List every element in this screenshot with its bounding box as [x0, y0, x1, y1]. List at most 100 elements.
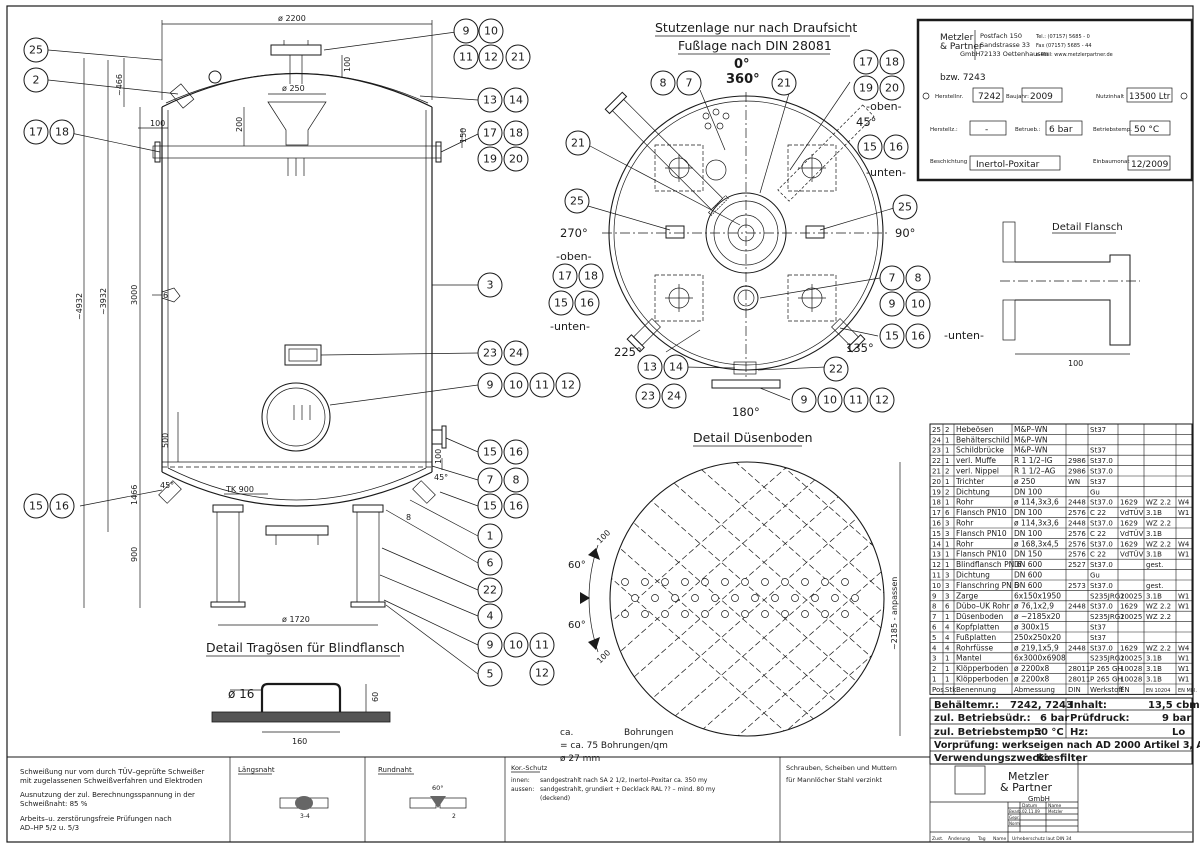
- note-3: Ausnutzung der zul. Berechnungsspannung …: [20, 791, 195, 799]
- parts-cell: St37: [1090, 478, 1106, 486]
- parts-cell: W4: [1178, 540, 1190, 548]
- parts-header-cell: DIN: [1068, 686, 1081, 694]
- trag-d16: ø 16: [228, 687, 254, 701]
- schr-1: Schrauben, Scheiben und Muttern: [786, 764, 897, 772]
- sum-l6: Hz:: [1070, 727, 1088, 738]
- parts-cell: Mantel: [956, 654, 981, 663]
- parts-cell: 10028: [1120, 676, 1142, 684]
- label-unten-b: -unten-: [944, 329, 984, 342]
- val-herstellnr: 7242: [978, 92, 1001, 102]
- dim-d4932: ~4932: [75, 293, 84, 320]
- tv-bubble-8: 8: [650, 70, 676, 96]
- parts-cell: W1: [1178, 603, 1189, 611]
- bubble-18: 18: [49, 119, 75, 145]
- bubble-7: 7: [477, 467, 503, 493]
- parts-cell: C 22: [1090, 551, 1106, 559]
- dim-d3932: ~3932: [99, 288, 108, 315]
- parts-cell: Flansch PN10: [956, 529, 1007, 538]
- bubble-11: 11: [453, 44, 479, 70]
- parts-cell: 12: [932, 561, 941, 569]
- sum-v5: 50 °C: [1034, 727, 1064, 738]
- tk900-label: TK 900: [225, 485, 254, 494]
- logo-3: GmbH: [1028, 795, 1050, 803]
- parts-cell: 2573: [1068, 582, 1086, 590]
- bubble-9: 9: [453, 18, 479, 44]
- parts-cell: 3: [945, 592, 949, 600]
- parts-cell: 3: [945, 520, 949, 528]
- bubble-17b: 17: [477, 120, 503, 146]
- parts-cell: 1: [945, 613, 949, 621]
- svg-text:11: 11: [849, 394, 863, 407]
- parts-cell: ø 2200x8: [1014, 675, 1049, 684]
- svg-text:12: 12: [875, 394, 889, 407]
- parts-cell: 1: [945, 676, 949, 684]
- parts-cell: 10025: [1120, 655, 1142, 663]
- tv-bubble-9b: 9: [791, 387, 817, 413]
- parts-cell: M&P–WN: [1014, 446, 1048, 455]
- dim-d100b: 100: [343, 57, 352, 72]
- angle-225: 225°: [614, 345, 642, 359]
- parts-cell: 3.1B: [1146, 655, 1162, 663]
- parts-cell: WZ 2.2: [1146, 499, 1171, 507]
- lbl-baujahr: Baujahr:: [1006, 94, 1029, 100]
- sum-v1: 7242, 7243: [1010, 700, 1073, 711]
- svg-text:22: 22: [829, 363, 843, 376]
- parts-cell: 2: [945, 488, 949, 496]
- parts-cell: 1: [945, 436, 949, 444]
- parts-cell: Flansch PN10: [956, 508, 1007, 517]
- parts-cell: C 22: [1090, 530, 1106, 538]
- parts-cell: DN 600: [1014, 581, 1042, 590]
- svg-text:15: 15: [29, 500, 43, 513]
- parts-cell: 2: [932, 665, 936, 673]
- parts-cell: WZ 2.2: [1146, 520, 1171, 528]
- tv-bubble-18: 18: [879, 49, 905, 75]
- parts-cell: 3.1B: [1146, 665, 1162, 673]
- parts-cell: DN 600: [1014, 571, 1042, 580]
- d34: 3-4: [300, 813, 310, 820]
- parts-cell: DN 100: [1014, 529, 1042, 538]
- label-unten-l: -unten-: [550, 320, 590, 333]
- tv-bubble-21: 21: [771, 70, 797, 96]
- parts-cell: WZ 2.2: [1146, 540, 1171, 548]
- bubble-16c: 16: [49, 493, 75, 519]
- parts-cell: gest.: [1146, 582, 1163, 590]
- tv-bubble-23: 23: [635, 383, 661, 409]
- parts-cell: 2448: [1068, 644, 1086, 652]
- parts-cell: S235JRG2: [1090, 613, 1125, 621]
- parts-cell: Rohrfüsse: [956, 643, 994, 652]
- parts-cell: 19: [932, 488, 941, 496]
- bubble-10c: 10: [503, 632, 529, 658]
- lbl-betrtemp: Betriebstemp.: [1093, 127, 1132, 133]
- svg-text:25: 25: [898, 201, 912, 214]
- duesen-d2185: ~2185 - anpassen: [890, 577, 899, 650]
- parts-cell: DN 150: [1014, 550, 1042, 559]
- svg-text:10: 10: [484, 25, 498, 38]
- svg-text:18: 18: [885, 56, 899, 69]
- svg-text:24: 24: [667, 390, 681, 403]
- flansch-title: Detail Flansch: [1052, 222, 1123, 233]
- dim-d466: ~466: [115, 74, 124, 96]
- detail-flansch: Detail Flansch 100: [1000, 221, 1140, 368]
- dim-d6: 6: [163, 291, 168, 300]
- parts-cell: 16: [932, 520, 941, 528]
- duesen-a60a: 60°: [568, 560, 586, 571]
- kor-innen: innen:: [511, 777, 530, 784]
- parts-header-cell: EN 10204: [1146, 688, 1170, 694]
- parts-cell: 1629: [1120, 603, 1138, 611]
- parts-cell: ø 76,1x2,9: [1014, 602, 1054, 611]
- svg-text:23: 23: [641, 390, 655, 403]
- parts-cell: Schildbrücke: [956, 446, 1004, 455]
- bubble-10b: 10: [503, 372, 529, 398]
- d2-rund: 2: [452, 813, 456, 820]
- parts-cell: W1: [1178, 509, 1189, 517]
- duesen-a60b: 60°: [568, 620, 586, 631]
- parts-cell: 10: [932, 582, 941, 590]
- parts-cell: St37: [1090, 634, 1106, 642]
- parts-cell: 4: [945, 644, 950, 652]
- dim-d1720: ø 1720: [282, 615, 310, 624]
- parts-cell: 6: [945, 509, 950, 517]
- svg-text:7: 7: [889, 272, 896, 285]
- bubble-21: 21: [505, 44, 531, 70]
- parts-cell: 15: [932, 530, 941, 538]
- parts-cell: 2576: [1068, 551, 1086, 559]
